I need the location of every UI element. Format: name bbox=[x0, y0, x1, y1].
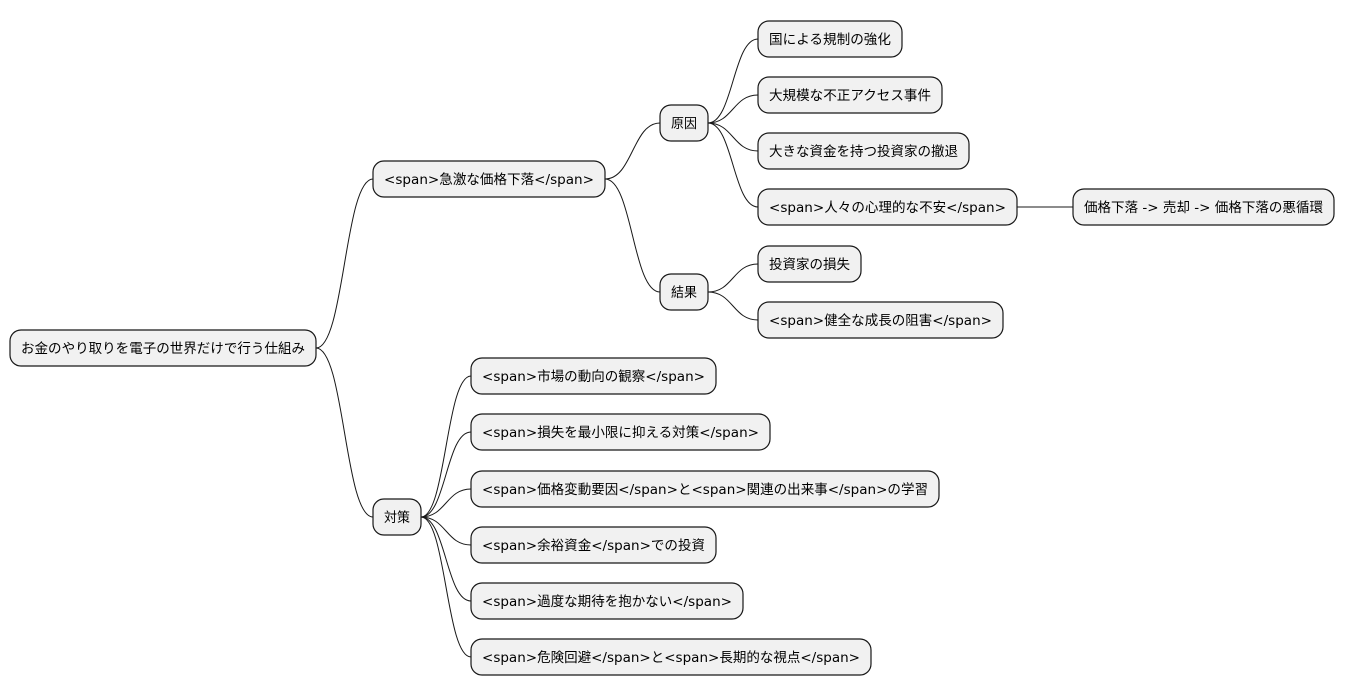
edge-results-to-r0 bbox=[707, 263, 759, 293]
mindmap-node-r0: 投資家の損失 bbox=[757, 245, 862, 283]
mindmap-node-m1: <span>損失を最小限に抑える対策</span> bbox=[470, 413, 771, 451]
node-box bbox=[470, 413, 771, 451]
edge-root-to-measures bbox=[315, 347, 374, 518]
edge-measures-to-m3 bbox=[420, 516, 472, 546]
node-box bbox=[757, 245, 862, 283]
node-label: 投資家の損失 bbox=[769, 256, 850, 273]
node-box bbox=[470, 470, 940, 508]
node-box bbox=[372, 498, 422, 536]
node-box bbox=[470, 638, 872, 676]
mindmap-node-c2: 大きな資金を持つ投資家の撤退 bbox=[757, 132, 970, 170]
node-label: <span>余裕資金</span>での投資 bbox=[482, 537, 705, 554]
edge-causes-to-c0 bbox=[707, 38, 759, 124]
node-box bbox=[470, 357, 717, 395]
mindmap-node-measures: 対策 bbox=[372, 498, 422, 536]
node-box bbox=[757, 76, 943, 114]
node-label: 結果 bbox=[671, 285, 697, 301]
edge-measures-to-m4 bbox=[420, 516, 472, 602]
node-label: <span>損失を最小限に抑える対策</span> bbox=[482, 424, 759, 441]
edge-measures-to-m5 bbox=[420, 516, 472, 658]
edge-root-to-crash bbox=[315, 178, 374, 349]
mindmap-node-c1: 大規模な不正アクセス事件 bbox=[757, 76, 943, 114]
edge-causes-to-c3 bbox=[707, 122, 759, 208]
edge-crash-to-results bbox=[604, 178, 661, 293]
edge-measures-to-m1 bbox=[420, 431, 472, 518]
node-label: お金のやり取りを電子の世界だけで行う仕組み bbox=[21, 341, 305, 357]
mindmap-node-m2: <span>価格変動要因</span>と<span>関連の出来事</span>の… bbox=[470, 470, 940, 508]
node-box bbox=[9, 329, 317, 367]
node-label: <span>市場の動向の観察</span> bbox=[482, 368, 705, 385]
node-box bbox=[757, 188, 1018, 226]
node-label: 価格下落 -> 売却 -> 価格下落の悪循環 bbox=[1084, 200, 1324, 216]
node-label: <span>人々の心理的な不安</span> bbox=[769, 200, 1006, 216]
node-label: <span>健全な成長の阻害</span> bbox=[769, 312, 992, 329]
node-box bbox=[659, 273, 709, 311]
edge-crash-to-causes bbox=[604, 122, 661, 180]
mindmap-node-m3: <span>余裕資金</span>での投資 bbox=[470, 526, 717, 564]
edge-measures-to-m0 bbox=[420, 375, 472, 518]
edge-causes-to-c1 bbox=[707, 94, 759, 124]
node-label: <span>価格変動要因</span>と<span>関連の出来事</span>の… bbox=[482, 481, 928, 498]
node-box bbox=[659, 104, 709, 142]
mindmap-node-c0: 国による規制の強化 bbox=[757, 20, 903, 58]
node-label: 国による規制の強化 bbox=[769, 32, 891, 48]
node-label: <span>過度な期待を抱かない</span> bbox=[482, 594, 732, 610]
mindmap-node-m5: <span>危険回避</span>と<span>長期的な視点</span> bbox=[470, 638, 872, 676]
edge-results-to-r1 bbox=[707, 291, 759, 321]
mindmap-nodes: お金のやり取りを電子の世界だけで行う仕組み <span>急激な価格下落</span… bbox=[9, 20, 1335, 676]
node-label: 原因 bbox=[671, 116, 697, 132]
mindmap-node-crash: <span>急激な価格下落</span> bbox=[372, 160, 606, 198]
edge-measures-to-m2 bbox=[420, 488, 472, 518]
mindmap-node-results: 結果 bbox=[659, 273, 709, 311]
mindmap-node-m4: <span>過度な期待を抱かない</span> bbox=[470, 582, 744, 620]
node-box bbox=[372, 160, 606, 198]
mindmap-node-m0: <span>市場の動向の観察</span> bbox=[470, 357, 717, 395]
node-box bbox=[757, 20, 903, 58]
node-label: 大きな資金を持つ投資家の撤退 bbox=[769, 143, 958, 160]
mindmap-node-c3d: 価格下落 -> 売却 -> 価格下落の悪循環 bbox=[1072, 188, 1335, 226]
node-label: 対策 bbox=[384, 509, 410, 526]
node-box bbox=[757, 132, 970, 170]
node-box bbox=[470, 526, 717, 564]
node-box bbox=[757, 301, 1004, 339]
mindmap-node-r1: <span>健全な成長の阻害</span> bbox=[757, 301, 1004, 339]
edge-causes-to-c2 bbox=[707, 122, 759, 152]
node-box bbox=[470, 582, 744, 620]
mindmap-node-causes: 原因 bbox=[659, 104, 709, 142]
node-label: <span>急激な価格下落</span> bbox=[384, 172, 594, 188]
mindmap-edges bbox=[315, 38, 1073, 658]
node-label: 大規模な不正アクセス事件 bbox=[769, 88, 931, 104]
node-label: <span>危険回避</span>と<span>長期的な視点</span> bbox=[482, 650, 860, 666]
mindmap-node-c3: <span>人々の心理的な不安</span> bbox=[757, 188, 1018, 226]
node-box bbox=[1072, 188, 1335, 226]
mindmap-node-root: お金のやり取りを電子の世界だけで行う仕組み bbox=[9, 329, 317, 367]
